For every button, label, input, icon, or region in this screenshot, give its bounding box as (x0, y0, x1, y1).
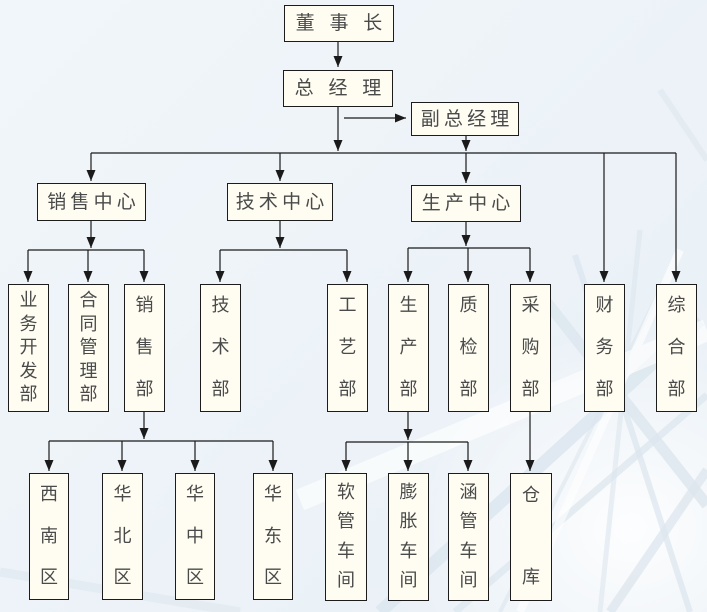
node-deputy-general-manager: 副总经理 (411, 102, 519, 136)
node-warehouse: 仓库 (510, 473, 552, 601)
node-chairman-label: 董事长 (295, 12, 398, 34)
node-general-manager-label: 总经理 (294, 77, 397, 99)
node-workshop-hose: 软管车间 (325, 473, 367, 601)
node-general-affairs-dept: 综合部 (656, 284, 697, 412)
node-contract-mgmt-dept: 合同管理部 (68, 284, 109, 412)
node-production-dept: 生产部 (388, 284, 429, 412)
node-sales-center: 销售中心 (37, 183, 146, 221)
node-deputy-general-manager-label: 副总经理 (420, 107, 514, 130)
node-region-central: 华中区 (175, 473, 215, 600)
node-process-dept: 工艺部 (327, 284, 368, 412)
node-workshop-expansion: 膨胀车间 (388, 473, 429, 601)
node-chairman: 董事长 (284, 5, 394, 42)
node-production-center-label: 生产中心 (421, 192, 515, 214)
node-tech-center: 技术中心 (227, 183, 333, 221)
node-purchasing-dept: 采购部 (510, 284, 551, 412)
node-sales-center-label: 销售中心 (47, 190, 140, 213)
node-quality-dept: 质检部 (448, 284, 489, 412)
node-production-center: 生产中心 (411, 185, 521, 222)
node-general-manager: 总经理 (283, 70, 393, 107)
node-region-north: 华北区 (102, 473, 143, 600)
node-tech-center-label: 技术中心 (235, 190, 329, 213)
node-sales-dept: 销售部 (124, 284, 165, 412)
node-workshop-culvert: 涵管车间 (448, 473, 489, 601)
node-finance-dept: 财务部 (584, 284, 625, 412)
node-region-east: 华东区 (253, 473, 293, 600)
node-region-southwest: 西南区 (29, 473, 69, 600)
node-business-dev-dept: 业务开发部 (8, 284, 49, 412)
node-tech-dept: 技术部 (200, 284, 241, 412)
